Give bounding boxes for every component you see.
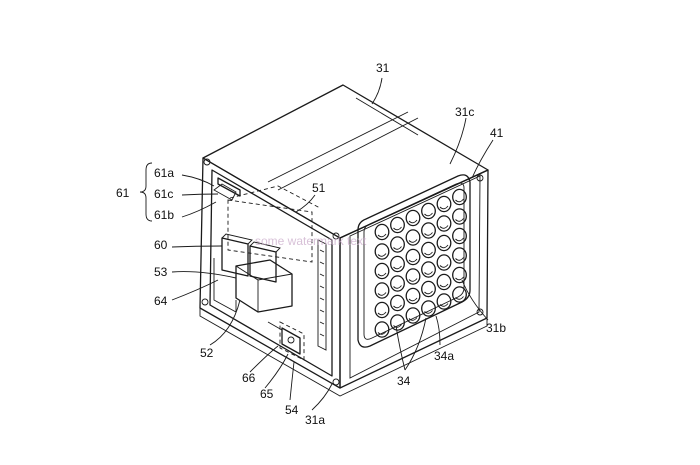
battery-cell-shade bbox=[424, 271, 433, 275]
battery-cell-shade bbox=[455, 257, 464, 261]
battery-cell-shade bbox=[439, 225, 449, 229]
battery-cell bbox=[436, 254, 452, 271]
battery-cell bbox=[405, 229, 421, 246]
battery-cell bbox=[452, 208, 467, 225]
battery-cell bbox=[436, 293, 452, 310]
battery-cell bbox=[452, 247, 467, 264]
battery-cell-shade bbox=[393, 285, 402, 289]
battery-cell bbox=[436, 273, 452, 291]
label-61b: 61b bbox=[154, 208, 174, 222]
battery-cell bbox=[421, 202, 436, 220]
battery-cell-shade bbox=[377, 272, 387, 277]
battery-cell-shade bbox=[455, 296, 464, 300]
reference-labels: 31 31c 41 61 61a 61c 61b 51 60 53 64 52 … bbox=[116, 61, 506, 427]
label-31: 31 bbox=[376, 61, 390, 75]
battery-cell-shade bbox=[439, 244, 449, 249]
battery-cell bbox=[390, 314, 405, 331]
label-51: 51 bbox=[312, 181, 326, 195]
battery-cell bbox=[405, 248, 421, 266]
battery-cell-shade bbox=[408, 278, 418, 282]
cell-array bbox=[374, 188, 467, 338]
battery-cell-shade bbox=[455, 218, 464, 222]
battery-cell bbox=[405, 287, 421, 305]
label-31c: 31c bbox=[455, 105, 474, 119]
label-54: 54 bbox=[285, 403, 299, 417]
label-66: 66 bbox=[242, 371, 256, 385]
battery-cell bbox=[405, 209, 421, 227]
battery-cell-shade bbox=[393, 265, 402, 270]
battery-cell-shade bbox=[377, 292, 387, 296]
battery-cell bbox=[452, 227, 467, 245]
battery-cell bbox=[421, 222, 436, 239]
battery-cell-shade bbox=[424, 290, 433, 295]
battery-cell-shade bbox=[408, 239, 418, 243]
battery-cell-shade bbox=[424, 232, 433, 236]
battery-cell-shade bbox=[408, 317, 418, 321]
battery-cell bbox=[374, 301, 390, 319]
battery-cell bbox=[390, 236, 405, 253]
battery-cell-shade bbox=[455, 198, 464, 203]
battery-cell bbox=[421, 261, 436, 278]
label-61: 61 bbox=[116, 186, 130, 200]
battery-cell-shade bbox=[377, 253, 387, 257]
battery-cell-shade bbox=[439, 303, 449, 307]
battery-cell bbox=[374, 243, 390, 260]
label-60: 60 bbox=[154, 238, 168, 252]
battery-cell-shade bbox=[455, 276, 464, 281]
label-34a: 34a bbox=[434, 349, 454, 363]
battery-cell bbox=[390, 216, 405, 234]
battery-cell bbox=[374, 282, 390, 299]
battery-cell bbox=[452, 286, 467, 303]
battery-cell-shade bbox=[393, 304, 402, 309]
battery-cell bbox=[390, 255, 405, 273]
label-64: 64 bbox=[154, 294, 168, 308]
battery-cell bbox=[405, 307, 421, 324]
battery-cell-shade bbox=[424, 212, 433, 217]
battery-cell-shade bbox=[455, 237, 464, 242]
battery-cell-shade bbox=[439, 264, 449, 268]
battery-cell bbox=[374, 223, 390, 241]
battery-cell-shade bbox=[377, 233, 387, 238]
label-52: 52 bbox=[200, 346, 214, 360]
battery-cell bbox=[421, 241, 436, 259]
label-53: 53 bbox=[154, 265, 168, 279]
battery-cell-shade bbox=[377, 331, 387, 335]
battery-cell bbox=[436, 215, 452, 232]
battery-cell bbox=[390, 294, 405, 312]
battery-cell bbox=[374, 321, 390, 338]
label-31a: 31a bbox=[305, 413, 325, 427]
watermark-text: some watermark text bbox=[255, 234, 367, 248]
battery-cell bbox=[421, 300, 436, 317]
battery-cell-shade bbox=[408, 219, 418, 224]
battery-cell-shade bbox=[393, 226, 402, 231]
label-65: 65 bbox=[260, 387, 274, 401]
label-61c: 61c bbox=[154, 187, 173, 201]
battery-cell bbox=[452, 266, 467, 284]
battery-cell bbox=[374, 262, 390, 280]
battery-cell bbox=[436, 195, 452, 213]
leader-lines bbox=[139, 77, 494, 411]
label-61a: 61a bbox=[154, 166, 174, 180]
battery-cell-shade bbox=[439, 205, 449, 210]
battery-cell bbox=[405, 268, 421, 285]
battery-cell bbox=[390, 275, 405, 292]
label-34: 34 bbox=[397, 374, 411, 388]
battery-cell-shade bbox=[424, 310, 433, 314]
battery-cell bbox=[436, 234, 452, 252]
battery-cell bbox=[421, 280, 436, 298]
battery-cell bbox=[452, 188, 467, 206]
label-31b: 31b bbox=[486, 321, 506, 335]
battery-cell-shade bbox=[377, 311, 387, 316]
internal-components bbox=[213, 177, 327, 361]
battery-cell-shade bbox=[439, 283, 449, 288]
battery-cell-shade bbox=[393, 324, 402, 328]
battery-cell-shade bbox=[424, 251, 433, 256]
label-41: 41 bbox=[490, 126, 504, 140]
battery-cell-shade bbox=[393, 246, 402, 250]
case-housing bbox=[199, 84, 489, 397]
battery-cell-shade bbox=[408, 297, 418, 302]
battery-cell-shade bbox=[408, 258, 418, 263]
